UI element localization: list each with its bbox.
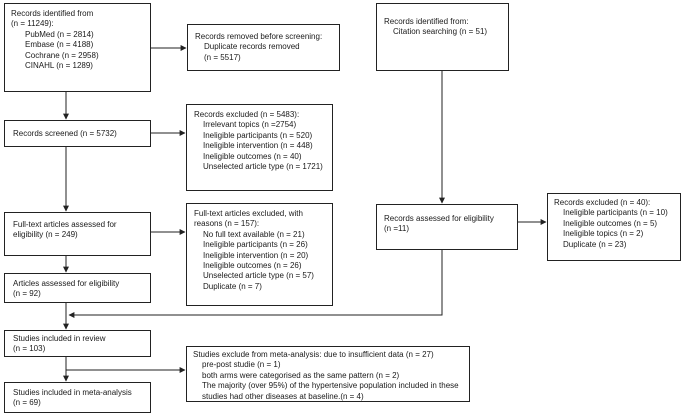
removed-item: Duplicate records removed — [204, 42, 300, 52]
fulltext-excluded-box: Full-text articles excluded, with reason… — [186, 203, 333, 306]
meta-line2: (n = 69) — [13, 398, 41, 408]
meta-excluded-item: studies had other diseases at baseline.(… — [202, 391, 364, 401]
articles-eligibility-box: Articles assessed for eligibility (n = 9… — [4, 273, 151, 303]
citation-eligibility-line1: Records assessed for eligibility — [384, 214, 494, 223]
removed-count: (n = 5517) — [204, 52, 241, 62]
citation-identified-box: Records identified from: Citation search… — [376, 3, 509, 71]
fulltext-excluded-item: Ineligible intervention (n = 20) — [203, 250, 309, 260]
meta-excluded-item: The majority (over 95%) of the hypertens… — [202, 381, 459, 391]
fulltext-line1: Full-text articles assessed for — [13, 220, 117, 229]
citation-eligibility-box: Records assessed for eligibility (n =11) — [376, 204, 518, 250]
citation-excluded-heading: Records excluded (n = 40): — [554, 198, 651, 207]
fulltext-line2: eligibility (n = 249) — [13, 230, 78, 240]
source-pubmed: PubMed (n = 2814) — [25, 29, 94, 39]
meta-excluded-item: pre-post studie (n = 1) — [202, 360, 281, 370]
source-cochrane: Cochrane (n = 2958) — [25, 50, 99, 60]
fulltext-excluded-line2: reasons (n = 157): — [194, 219, 260, 229]
eligible-line2: (n = 92) — [13, 289, 41, 299]
excluded-item: Ineligible intervention (n = 448) — [203, 141, 313, 151]
meta-excluded-heading: Studies exclude from meta-analysis: due … — [193, 350, 434, 359]
excluded-item: Irrelevant topics (n =2754) — [203, 120, 297, 130]
excluded-item: Ineligible outcomes (n = 40) — [203, 151, 302, 161]
citation-excluded-item: Ineligible topics (n = 2) — [563, 229, 644, 239]
identified-total: (n = 11249): — [11, 19, 54, 29]
eligible-line1: Articles assessed for eligibility — [13, 279, 120, 288]
excluded-item: Unselected article type (n = 1721) — [203, 161, 323, 171]
citation-heading: Records identified from: — [384, 17, 469, 26]
removed-heading: Records removed before screening: — [195, 32, 323, 41]
source-embase: Embase (n = 4188) — [25, 40, 94, 50]
meta-excluded-item: both arms were categorised as the same p… — [202, 370, 400, 380]
records-removed-box: Records removed before screening: Duplic… — [187, 24, 340, 71]
citation-excluded-box: Records excluded (n = 40): Ineligible pa… — [547, 193, 681, 261]
review-line2: (n = 103) — [13, 344, 46, 354]
fulltext-excluded-item: No full text available (n = 21) — [203, 229, 305, 239]
review-line1: Studies included in review — [13, 334, 106, 343]
excluded-item: Ineligible participants (n = 520) — [203, 130, 313, 140]
meta-excluded-box: Studies exclude from meta-analysis: due … — [186, 346, 470, 402]
screened-text: Records screened (n = 5732) — [13, 129, 117, 138]
source-cinahl: CINAHL (n = 1289) — [25, 60, 93, 70]
records-excluded-box: Records excluded (n = 5483): Irrelevant … — [186, 104, 333, 191]
studies-meta-box: Studies included in meta-analysis (n = 6… — [4, 382, 151, 413]
fulltext-excluded-item: Duplicate (n = 7) — [203, 281, 262, 291]
citation-excluded-item: Ineligible outcomes (n = 5) — [563, 218, 658, 228]
excluded-heading: Records excluded (n = 5483): — [194, 110, 300, 119]
records-screened-box: Records screened (n = 5732) — [4, 120, 151, 147]
citation-item: Citation searching (n = 51) — [393, 27, 488, 37]
meta-line1: Studies included in meta-analysis — [13, 388, 132, 397]
fulltext-excluded-line1: Full-text articles excluded, with — [194, 209, 303, 218]
citation-excluded-item: Ineligible participants (n = 10) — [563, 208, 668, 218]
arrow-eligibility-to-review — [68, 250, 443, 318]
fulltext-excluded-item: Ineligible participants (n = 26) — [203, 240, 308, 250]
citation-eligibility-line2: (n =11) — [384, 224, 409, 234]
citation-excluded-item: Duplicate (n = 23) — [563, 239, 627, 249]
identified-heading: Records identified from — [11, 9, 94, 18]
fulltext-assessed-box: Full-text articles assessed for eligibil… — [4, 212, 151, 256]
fulltext-excluded-item: Unselected article type (n = 57) — [203, 271, 314, 281]
fulltext-excluded-item: Ineligible outcomes (n = 26) — [203, 260, 302, 270]
records-identified-box: Records identified from (n = 11249): Pub… — [4, 3, 151, 92]
studies-review-box: Studies included in review (n = 103) — [4, 330, 151, 357]
